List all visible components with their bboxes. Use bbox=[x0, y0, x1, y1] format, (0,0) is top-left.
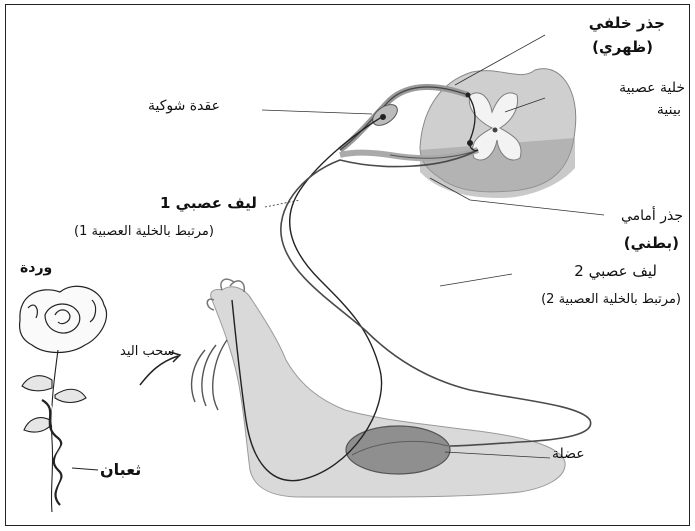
withdrawal-motion-icon bbox=[192, 340, 227, 410]
label-dorsal-root-2: (ظهري) bbox=[592, 38, 653, 56]
leader-nerve-fiber-2 bbox=[440, 274, 512, 286]
label-interneuron-2: بينية bbox=[657, 102, 681, 118]
rose-stem-and-snake-icon bbox=[22, 350, 98, 512]
label-nerve-fiber-2: ليف عصبي 2 bbox=[574, 262, 657, 280]
label-nerve-fiber-1: ليف عصبي 1 bbox=[160, 194, 257, 212]
leader-ganglion bbox=[262, 110, 372, 114]
label-nerve-fiber-1-note: (مرتبط بالخلية العصبية 1) bbox=[74, 224, 214, 239]
label-dorsal-root-1: جذر خلفي bbox=[589, 14, 665, 32]
rose-flower-icon bbox=[20, 286, 107, 352]
label-spinal-ganglion: عقدة شوكية bbox=[148, 98, 220, 114]
label-muscle: عضلة bbox=[552, 446, 585, 462]
label-hand-withdrawal: سحب اليد bbox=[120, 344, 175, 359]
label-ventral-root-2: (بطني) bbox=[624, 234, 679, 252]
label-nerve-fiber-2-note: (مرتبط بالخلية العصبية 2) bbox=[541, 292, 681, 307]
label-interneuron-1: خلية عصبية bbox=[619, 80, 685, 96]
label-snake: ثعبان bbox=[100, 460, 141, 479]
label-rose: وردة bbox=[20, 260, 52, 276]
label-ventral-root-1: جذر أمامي bbox=[621, 208, 683, 224]
withdraw-arrow-icon bbox=[140, 356, 178, 385]
